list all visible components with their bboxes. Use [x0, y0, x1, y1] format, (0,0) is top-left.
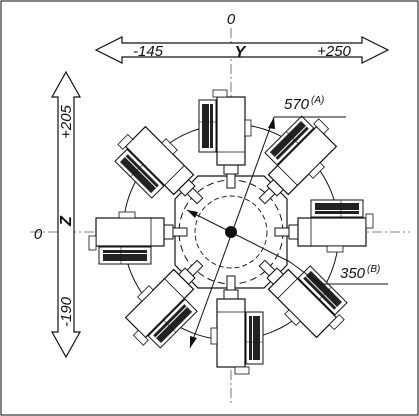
dimension-350-leader-diag [289, 261, 321, 285]
dimension-350-arrow-left [187, 210, 198, 218]
dimension-570-label: 570(A) [284, 95, 324, 113]
top-zero-label: 0 [227, 11, 236, 28]
machining-head-left [88, 211, 188, 265]
y-axis-arrow [94, 36, 390, 64]
dimension-350-label: 350(B) [340, 264, 380, 282]
dimension-570-arrow-bottom [190, 336, 197, 348]
y-max-label: +250 [317, 43, 351, 60]
dashed-circle-inner [194, 195, 268, 269]
z-min-label: -190 [58, 296, 75, 327]
z-axis-label: Z [58, 215, 75, 227]
y-axis-label: Y [235, 44, 247, 61]
left-zero-label: 0 [34, 226, 43, 243]
dimension-350-line [186, 209, 291, 263]
machining-head-right [274, 199, 374, 253]
dimension-570-arrow-top [268, 117, 275, 129]
y-min-label: -145 [133, 43, 164, 60]
z-axis-arrow [50, 70, 82, 359]
machining-head-top [198, 89, 252, 189]
z-max-label: +205 [58, 104, 75, 138]
machining-head-bottom [210, 275, 264, 375]
